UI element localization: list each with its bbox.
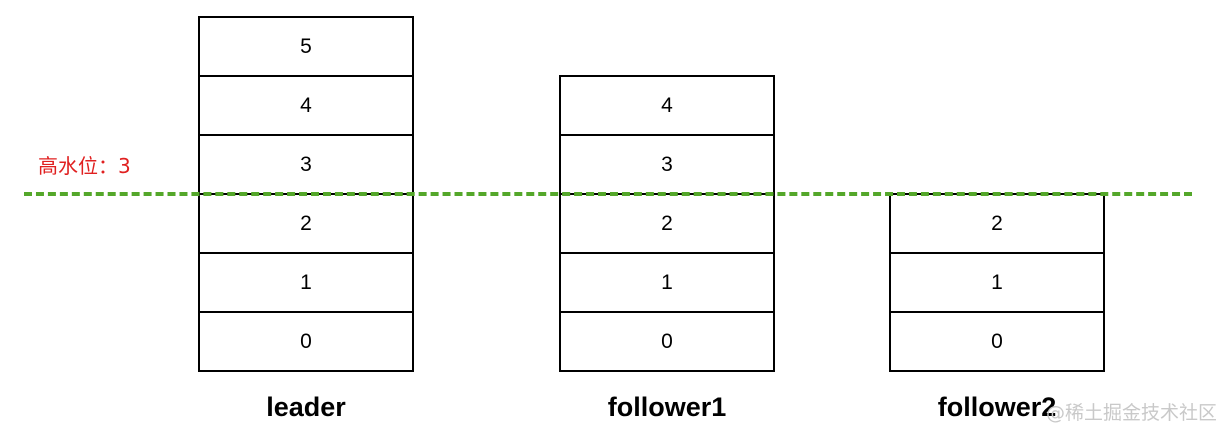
log-entry: 4: [559, 75, 775, 134]
log-entry: 2: [198, 193, 414, 252]
log-entry: 1: [559, 252, 775, 311]
log-entry: 1: [198, 252, 414, 311]
log-entry: 2: [559, 193, 775, 252]
follower2-log-stack: 2 1 0: [889, 193, 1105, 372]
log-entry: 4: [198, 75, 414, 134]
leader-log-stack: 5 4 3 2 1 0: [198, 16, 414, 372]
follower2-label: follower2: [937, 392, 1057, 422]
high-watermark-line: [24, 192, 1192, 196]
log-entry: 0: [889, 311, 1105, 372]
follower1-log-stack: 4 3 2 1 0: [559, 75, 775, 372]
log-entry: 1: [889, 252, 1105, 311]
log-entry: 5: [198, 16, 414, 75]
log-entry: 3: [198, 134, 414, 193]
log-entry: 0: [559, 311, 775, 372]
log-entry: 2: [889, 193, 1105, 252]
log-entry: 3: [559, 134, 775, 193]
high-watermark-label: 高水位：3: [38, 154, 131, 178]
follower1-label: follower1: [607, 392, 727, 422]
site-watermark: @稀土掘金技术社区: [1046, 402, 1216, 424]
leader-label: leader: [266, 392, 346, 422]
log-entry: 0: [198, 311, 414, 372]
